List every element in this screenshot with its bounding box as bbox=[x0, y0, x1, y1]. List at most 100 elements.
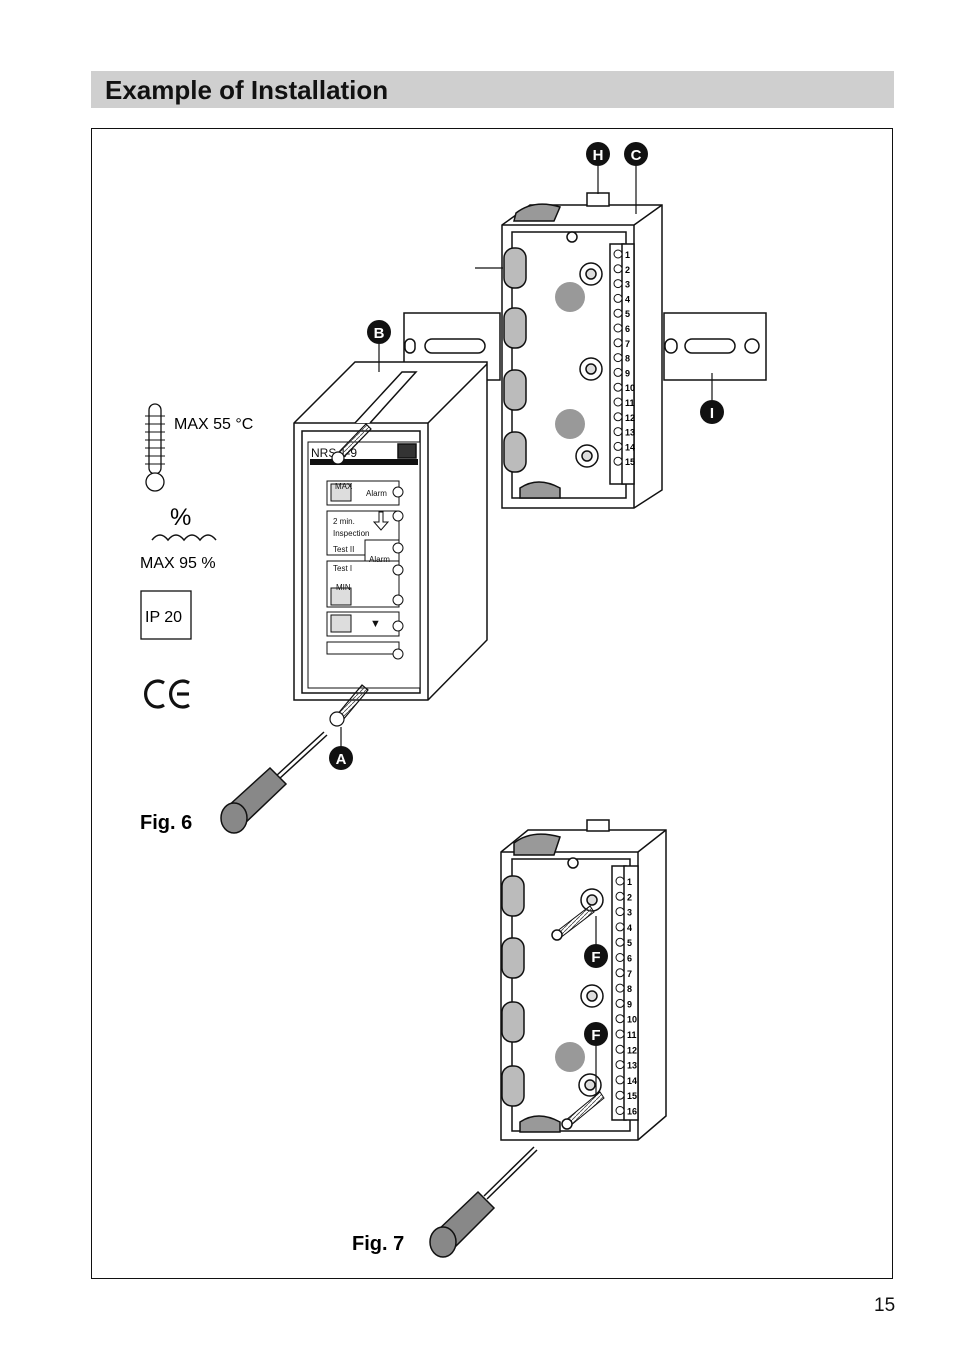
terminal-screw bbox=[615, 1029, 625, 1039]
svg-text:F: F bbox=[591, 1027, 600, 1044]
screw-top bbox=[331, 423, 372, 465]
terminal-number: 2 bbox=[627, 892, 632, 902]
screwdriver-fig6 bbox=[220, 731, 328, 834]
terminal-number: 8 bbox=[625, 354, 630, 364]
terminal-number: 11 bbox=[625, 398, 635, 408]
terminal-screw bbox=[615, 876, 625, 886]
terminal-screw bbox=[613, 323, 623, 333]
terminal-screw bbox=[615, 1106, 625, 1115]
terminal-number: 8 bbox=[627, 984, 632, 994]
terminal-number: 11 bbox=[627, 1030, 637, 1040]
terminal-number: 3 bbox=[627, 908, 632, 918]
svg-text:2 min.: 2 min. bbox=[333, 517, 355, 526]
callout-badges: H C B I A F F bbox=[329, 142, 724, 1046]
svg-text:C: C bbox=[631, 147, 642, 164]
base-housing-fig6 bbox=[501, 192, 663, 509]
svg-text:H: H bbox=[593, 147, 604, 164]
terminal-number: 16 bbox=[627, 1107, 637, 1117]
humidity-wave-icon bbox=[151, 534, 217, 542]
terminal-number: 2 bbox=[625, 265, 630, 275]
callout-leaders-fig6 bbox=[340, 166, 713, 748]
terminal-number: 13 bbox=[627, 1061, 637, 1071]
svg-text:I: I bbox=[710, 405, 714, 422]
terminal-screw bbox=[613, 293, 623, 303]
callout-h: H bbox=[586, 142, 610, 166]
terminal-number: 10 bbox=[627, 1015, 637, 1025]
terminal-screw bbox=[613, 264, 623, 274]
terminal-screw bbox=[615, 907, 625, 917]
terminal-number: 6 bbox=[625, 324, 630, 334]
temperature-label: MAX 55 °C bbox=[174, 416, 253, 433]
humidity-symbol: % bbox=[170, 504, 191, 531]
terminal-number: 1 bbox=[627, 877, 632, 887]
figure-frame bbox=[91, 128, 893, 1279]
callout-i: I bbox=[700, 400, 724, 424]
title-bar: Example of Installation bbox=[91, 71, 894, 108]
terminal-screw bbox=[615, 1014, 625, 1024]
svg-text:Test II: Test II bbox=[333, 545, 354, 554]
page-number: 15 bbox=[874, 1295, 896, 1316]
terminal-number: 14 bbox=[627, 1076, 637, 1086]
screwdriver-fig7 bbox=[429, 1146, 538, 1258]
callout-b: B bbox=[367, 320, 391, 344]
terminal-number: 7 bbox=[627, 969, 632, 979]
terminal-number: 15 bbox=[625, 457, 635, 467]
screw-bottom bbox=[329, 684, 369, 727]
terminal-screw bbox=[615, 922, 625, 932]
page-title: Example of Installation bbox=[105, 75, 389, 105]
ip-rating-label: IP 20 bbox=[145, 609, 182, 626]
terminal-number: 5 bbox=[625, 309, 630, 319]
svg-text:Inspection: Inspection bbox=[333, 529, 369, 538]
svg-text:Alarm: Alarm bbox=[366, 489, 387, 498]
svg-text:▼: ▼ bbox=[370, 618, 381, 630]
svg-text:MAX: MAX bbox=[335, 482, 353, 491]
terminal-screw bbox=[615, 1075, 625, 1085]
terminal-number: 9 bbox=[625, 368, 630, 378]
terminal-screw bbox=[615, 983, 625, 993]
callout-f2: F bbox=[584, 1022, 608, 1046]
terminal-number: 10 bbox=[625, 383, 635, 393]
fig7-label: Fig. 7 bbox=[352, 1233, 404, 1255]
terminal-number: 5 bbox=[627, 938, 632, 948]
terminal-screw bbox=[615, 968, 625, 978]
terminal-screw bbox=[613, 441, 623, 451]
callout-c: C bbox=[624, 142, 648, 166]
terminal-number: 7 bbox=[625, 339, 630, 349]
terminal-number: 12 bbox=[627, 1045, 637, 1055]
svg-text:Test I: Test I bbox=[333, 564, 352, 573]
terminal-screw bbox=[615, 937, 625, 947]
terminal-number: 1 bbox=[625, 250, 630, 260]
control-module bbox=[293, 361, 488, 701]
terminal-screw bbox=[613, 249, 623, 259]
terminal-screw bbox=[613, 338, 623, 348]
terminal-screw bbox=[613, 279, 623, 289]
base-housing-fig7 bbox=[500, 819, 667, 1141]
terminal-screw bbox=[615, 1044, 625, 1054]
terminal-number: 14 bbox=[625, 442, 635, 452]
terminal-number: 15 bbox=[627, 1091, 637, 1101]
terminal-number: 3 bbox=[625, 280, 630, 290]
terminal-screw bbox=[613, 382, 623, 392]
terminal-number: 13 bbox=[625, 428, 635, 438]
svg-text:Alarm: Alarm bbox=[369, 555, 390, 564]
terminal-screw bbox=[615, 998, 625, 1008]
terminal-screw bbox=[613, 308, 623, 318]
terminal-screw bbox=[615, 953, 625, 962]
svg-text:MIN: MIN bbox=[336, 583, 351, 592]
terminal-screw bbox=[613, 353, 623, 363]
terminal-screw bbox=[615, 1090, 625, 1100]
terminal-screw bbox=[615, 1060, 625, 1070]
svg-text:A: A bbox=[336, 751, 347, 768]
terminal-number: 4 bbox=[627, 923, 632, 933]
svg-text:B: B bbox=[374, 325, 385, 342]
terminal-screw bbox=[615, 891, 625, 901]
terminal-screw bbox=[613, 367, 623, 377]
svg-text:F: F bbox=[591, 949, 600, 966]
terminal-number: 9 bbox=[627, 999, 632, 1009]
terminal-screw bbox=[613, 427, 623, 437]
ce-mark-icon bbox=[144, 679, 190, 709]
thermometer-icon bbox=[145, 403, 165, 492]
